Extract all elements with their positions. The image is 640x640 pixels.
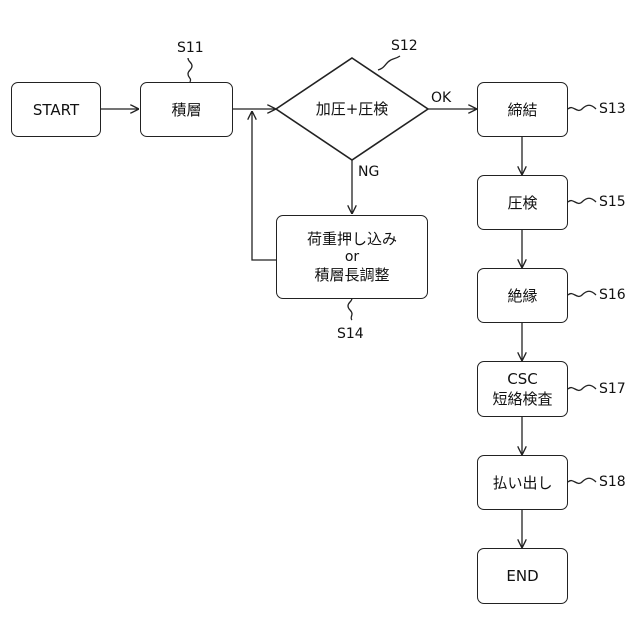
start-label: START	[33, 100, 79, 120]
leader-s12	[378, 56, 400, 70]
s17-text-line2: 短絡検査	[492, 389, 552, 409]
step-s18-box: 払い出し	[477, 455, 568, 510]
leader-s13	[568, 105, 596, 110]
step-s13-box: 締結	[477, 82, 568, 137]
s14-text-line1: 荷重押し込み	[307, 229, 397, 249]
step-s15-box: 圧検	[477, 175, 568, 230]
end-label: END	[506, 566, 538, 586]
s15-text: 圧検	[507, 193, 537, 213]
edge-label-ng: NG	[358, 164, 379, 180]
s14-text-line3: 積層長調整	[314, 265, 389, 285]
step-label-s17: S17	[599, 381, 626, 397]
step-s16-box: 絶縁	[477, 268, 568, 323]
leader-s14	[348, 298, 352, 320]
leader-s16	[568, 291, 596, 296]
s18-text: 払い出し	[492, 473, 552, 493]
step-label-s14: S14	[337, 326, 364, 342]
leader-s17	[568, 385, 596, 390]
leader-s15	[568, 198, 596, 203]
step-label-s16: S16	[599, 287, 626, 303]
step-label-s12: S12	[391, 38, 418, 54]
s11-text: 積層	[171, 100, 201, 120]
leader-s11	[188, 58, 192, 82]
leader-s18	[568, 478, 596, 483]
step-s11-box: 積層	[140, 82, 233, 137]
start-node: START	[11, 82, 101, 137]
step-s17-box: CSC 短絡検査	[477, 361, 568, 417]
step-label-s15: S15	[599, 194, 626, 210]
s13-text: 締結	[507, 100, 537, 120]
step-label-s13: S13	[599, 101, 626, 117]
s12-diamond-text: 加圧+圧検	[302, 99, 402, 119]
edge-s14-loop-back	[252, 111, 276, 260]
edge-label-ok: OK	[431, 90, 451, 106]
step-label-s18: S18	[599, 474, 626, 490]
s17-text-line1: CSC	[507, 369, 537, 389]
step-label-s11: S11	[177, 40, 204, 56]
s16-text: 絶縁	[507, 286, 537, 306]
s14-text-line2: or	[345, 249, 359, 265]
step-s14-box: 荷重押し込み or 積層長調整	[276, 215, 428, 299]
end-node: END	[477, 548, 568, 604]
